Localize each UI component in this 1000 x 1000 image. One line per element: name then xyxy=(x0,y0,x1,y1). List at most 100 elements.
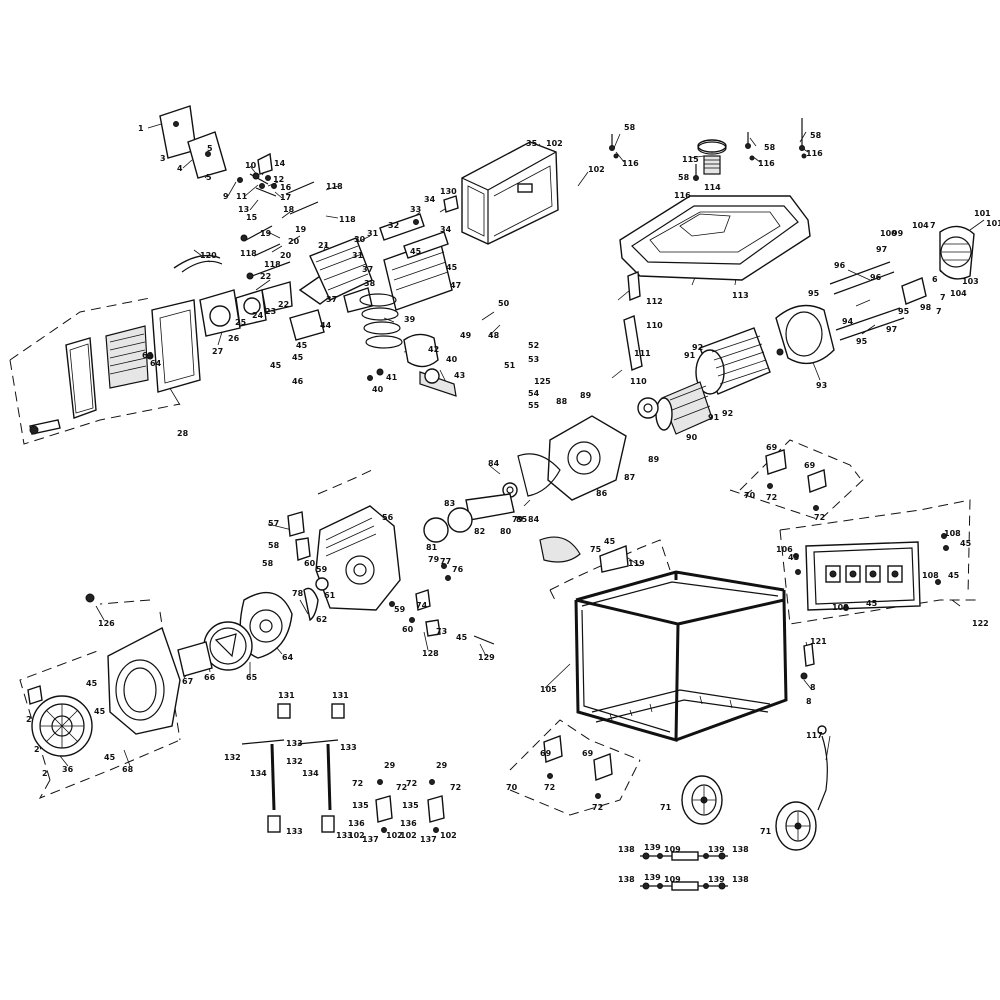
callout-95a: 95 xyxy=(808,289,820,298)
callout-70a: 70 xyxy=(744,491,756,500)
callout-116c: 116 xyxy=(758,159,775,168)
callout-7a: 7 xyxy=(930,221,936,230)
callout-9: 9 xyxy=(223,192,229,201)
callout-139a: 139 xyxy=(644,843,661,852)
callout-72b: 72 xyxy=(814,513,825,522)
callout-104a: 104 xyxy=(912,221,929,230)
callout-116a: 116 xyxy=(622,159,639,168)
callout-111: 111 xyxy=(634,349,651,358)
callout-110b: 110 xyxy=(630,377,647,386)
callout-100: 100 xyxy=(880,229,897,238)
brackets xyxy=(543,449,827,799)
callout-22b: 22 xyxy=(278,300,289,309)
wheels xyxy=(681,725,828,851)
callout-137b: 137 xyxy=(420,835,437,844)
callout-96b: 96 xyxy=(870,273,882,282)
callout-82: 82 xyxy=(474,527,485,536)
callout-136b: 136 xyxy=(400,819,417,828)
callout-7c: 7 xyxy=(940,293,946,302)
callout-31b: 31 xyxy=(352,251,364,260)
callout-80: 80 xyxy=(500,527,512,536)
callout-16: 16 xyxy=(280,183,292,192)
callout-91b: 91 xyxy=(708,413,720,422)
axle-hardware xyxy=(640,851,728,891)
muffler-assembly xyxy=(461,141,559,245)
callout-60b: 60 xyxy=(402,625,414,634)
callout-5b: 5 xyxy=(206,173,212,182)
callout-47: 47 xyxy=(450,281,461,290)
callout-40b: 40 xyxy=(372,385,384,394)
callout-72h: 72 xyxy=(450,783,461,792)
callout-89a: 89 xyxy=(580,391,592,400)
callout-68: 68 xyxy=(122,765,134,774)
callout-115: 115 xyxy=(682,155,699,164)
callout-58b: 58 xyxy=(678,173,690,182)
callout-137a: 137 xyxy=(362,835,379,844)
callout-138c: 138 xyxy=(618,875,635,884)
callout-45f: 45 xyxy=(788,553,800,562)
callout-45k: 45 xyxy=(94,707,106,716)
callout-72f: 72 xyxy=(396,783,407,792)
callout-118d: 118 xyxy=(264,260,281,269)
callout-51: 51 xyxy=(504,361,516,370)
callout-139d: 139 xyxy=(708,875,725,884)
callout-32: 32 xyxy=(388,221,399,230)
callout-58c: 58 xyxy=(764,143,776,152)
callout-88: 88 xyxy=(556,397,568,406)
callout-130: 130 xyxy=(440,187,457,196)
callout-27: 27 xyxy=(212,347,223,356)
callout-41: 41 xyxy=(386,373,398,382)
callout-98: 98 xyxy=(920,303,932,312)
callout-104b: 104 xyxy=(950,289,967,298)
callout-89b: 89 xyxy=(648,455,660,464)
callout-125: 125 xyxy=(534,377,551,386)
callout-70b: 70 xyxy=(506,783,518,792)
callout-120: 120 xyxy=(200,251,217,260)
callout-73: 73 xyxy=(436,627,447,636)
callout-22a: 22 xyxy=(260,272,271,281)
callout-102f: 102 xyxy=(440,831,457,840)
callout-72c: 72 xyxy=(544,783,555,792)
callout-28: 28 xyxy=(177,429,189,438)
callout-33: 33 xyxy=(410,205,421,214)
callout-116b: 116 xyxy=(674,191,691,200)
callout-59b: 59 xyxy=(394,605,406,614)
callout-71a: 71 xyxy=(660,803,672,812)
fuel-tank-assembly xyxy=(609,118,811,371)
callout-14: 14 xyxy=(274,159,286,168)
callout-109b: 109 xyxy=(664,875,681,884)
callout-19: 19 xyxy=(260,229,272,238)
callout-43: 43 xyxy=(454,371,465,380)
callout-53: 53 xyxy=(528,355,539,364)
callout-13: 13 xyxy=(238,205,249,214)
callout-29b: 29 xyxy=(436,761,448,770)
callout-62: 62 xyxy=(316,615,327,624)
callout-101b: 101 xyxy=(986,219,1000,228)
callout-8a: 8 xyxy=(810,683,816,692)
callout-55: 55 xyxy=(528,401,540,410)
callout-85: 85 xyxy=(516,515,528,524)
callout-5: 5 xyxy=(207,144,213,153)
callout-102e: 102 xyxy=(400,831,417,840)
callout-12: 12 xyxy=(273,175,284,184)
callout-114: 114 xyxy=(704,183,721,192)
callout-11: 11 xyxy=(236,192,248,201)
callout-37a: 37 xyxy=(362,265,373,274)
callout-58a: 58 xyxy=(624,123,636,132)
callout-105: 105 xyxy=(540,685,557,694)
callout-131a: 131 xyxy=(278,691,295,700)
frame xyxy=(574,570,815,742)
callout-44: 44 xyxy=(320,321,332,330)
callout-15: 15 xyxy=(246,213,258,222)
callout-58e: 58 xyxy=(268,541,280,550)
callout-29a: 29 xyxy=(384,761,396,770)
callout-92b: 92 xyxy=(722,409,733,418)
callout-133b: 133 xyxy=(340,743,357,752)
crankcase-cover-assembly xyxy=(423,415,629,573)
callout-126: 126 xyxy=(98,619,115,628)
callout-110a: 110 xyxy=(646,321,663,330)
callout-109a: 109 xyxy=(664,845,681,854)
callout-64a: 64 xyxy=(150,359,162,368)
callout-136a: 136 xyxy=(348,819,365,828)
callout-67: 67 xyxy=(182,677,193,686)
